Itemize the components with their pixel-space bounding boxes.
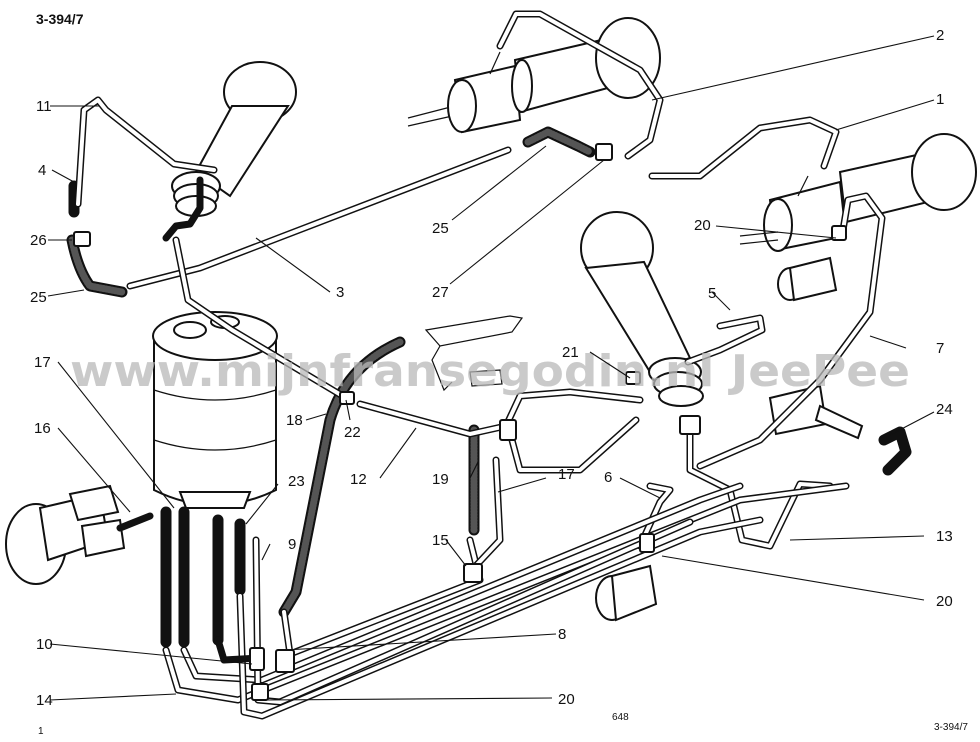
upper-left-ball-joint: [171, 61, 297, 217]
callout-2: 2: [936, 27, 944, 44]
rigid-pipes: [74, 10, 886, 720]
callout-17-left: 17: [34, 354, 51, 371]
hoses: [66, 126, 912, 648]
page-number: 1: [38, 726, 44, 737]
callout-11: 11: [36, 98, 52, 115]
callout-16: 16: [34, 420, 51, 437]
callout-18: 18: [286, 412, 303, 429]
callout-labels: 1 2 3 4 5 6 7 8 9 10 11 12 13 14 15 16 1…: [30, 27, 953, 709]
right-tee-valve: [768, 384, 864, 440]
callout-17-right: 17: [558, 466, 575, 483]
fluid-reservoir: [152, 311, 278, 509]
callout-13: 13: [936, 528, 953, 545]
watermark-text: www.mijnfransegodin.nl JeePee: [70, 346, 910, 397]
callout-7: 7: [936, 340, 944, 357]
leader-lines: [47, 35, 935, 701]
callout-20-bottom: 20: [558, 691, 575, 708]
reference-code-bottom: 3-394/7: [934, 722, 968, 733]
bottom-center-cylinder: [595, 564, 658, 622]
callout-21: 21: [562, 344, 579, 361]
callout-25-center: 25: [432, 220, 449, 237]
callout-15: 15: [432, 532, 449, 549]
callout-6: 6: [604, 469, 612, 486]
callout-20-lower-right: 20: [936, 593, 953, 610]
callout-10: 10: [36, 636, 53, 653]
callout-27: 27: [432, 284, 449, 301]
callout-26: 26: [30, 232, 47, 249]
callout-5: 5: [708, 285, 716, 302]
left-wheel-cylinder: [5, 484, 126, 585]
callout-20-right: 20: [694, 217, 711, 234]
callout-4: 4: [38, 162, 46, 179]
upper-right-wheel-cylinder: [407, 17, 661, 134]
center-mounting-bracket: [424, 315, 524, 392]
callout-1: 1: [936, 91, 944, 108]
fittings: [73, 143, 847, 701]
callout-25-left: 25: [30, 289, 47, 306]
callout-12: 12: [350, 471, 367, 488]
callout-3: 3: [336, 284, 344, 301]
callout-19: 19: [432, 471, 449, 488]
callout-14: 14: [36, 692, 53, 709]
right-wheel-cylinder: [739, 133, 977, 252]
callout-22: 22: [344, 424, 361, 441]
callout-9: 9: [288, 536, 296, 553]
callout-23: 23: [288, 473, 305, 490]
right-small-cylinder: [777, 256, 838, 302]
callout-8: 8: [558, 626, 566, 643]
callout-24: 24: [936, 401, 953, 418]
reference-code-top: 3-394/7: [36, 11, 84, 27]
figure-number: 648: [612, 712, 629, 723]
